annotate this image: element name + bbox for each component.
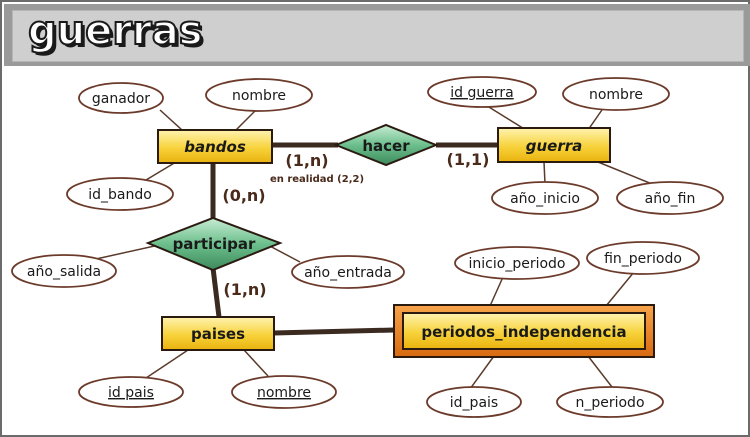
line-paises-nombre bbox=[243, 349, 269, 377]
cardinality-bandos-participar: (0,n) bbox=[222, 186, 265, 205]
svg-text:nombre: nombre bbox=[257, 385, 311, 401]
svg-text:año_salida: año_salida bbox=[27, 264, 101, 280]
relationship-lines bbox=[210, 142, 498, 336]
line-anio-fin bbox=[597, 161, 653, 185]
svg-text:id pais: id pais bbox=[108, 385, 154, 401]
line-id-pais bbox=[145, 349, 189, 379]
entity-periodos-label: periodos_independencia bbox=[421, 323, 626, 341]
svg-text:año_fin: año_fin bbox=[645, 191, 696, 207]
cardinality-bandos-hacer: (1,n) bbox=[285, 151, 328, 170]
attr-inicio-periodo: inicio_periodo bbox=[454, 246, 580, 280]
attr-id-guerra: id guerra bbox=[427, 76, 537, 108]
svg-text:ganador: ganador bbox=[92, 91, 150, 107]
attr-ganador: ganador bbox=[78, 82, 164, 114]
line-id-bando bbox=[145, 161, 177, 181]
relationship-hacer-label: hacer bbox=[362, 137, 410, 155]
svg-text:fin_periodo: fin_periodo bbox=[604, 251, 682, 267]
attr-periodo-id-pais: id_pais bbox=[426, 386, 522, 418]
entity-bandos: bandos bbox=[157, 129, 273, 164]
svg-text:nombre: nombre bbox=[589, 87, 643, 103]
attr-anio-entrada: año_entrada bbox=[291, 255, 405, 289]
svg-text:nombre: nombre bbox=[232, 88, 286, 104]
attr-fin-periodo: fin_periodo bbox=[586, 241, 700, 275]
entity-paises: paises bbox=[161, 316, 275, 351]
line-guerra-nombre bbox=[587, 106, 605, 131]
entity-guerra-label: guerra bbox=[526, 137, 583, 155]
attributes: ganador nombre id_bando id guerra nombre… bbox=[11, 76, 724, 418]
attr-anio-fin: año_fin bbox=[616, 181, 724, 215]
relationship-hacer: hacer bbox=[333, 123, 439, 167]
line-n-periodo bbox=[587, 355, 613, 388]
line-ganador bbox=[159, 109, 183, 131]
entity-periodos-independencia: periodos_independencia bbox=[393, 304, 655, 358]
title-bar: guerras bbox=[4, 4, 750, 66]
attr-n-periodo: n_periodo bbox=[556, 386, 664, 418]
svg-text:n_periodo: n_periodo bbox=[575, 395, 644, 411]
entity-bandos-label: bandos bbox=[184, 138, 246, 156]
attr-id-pais: id pais bbox=[78, 376, 184, 408]
svg-text:id_bando: id_bando bbox=[88, 187, 152, 203]
svg-text:año_entrada: año_entrada bbox=[304, 265, 392, 281]
cardinality-note: en realidad (2,2) bbox=[270, 174, 364, 185]
line-fin-periodo bbox=[605, 271, 635, 307]
cardinality-guerra-hacer: (1,1) bbox=[447, 150, 490, 169]
line-bandos-nombre bbox=[235, 109, 257, 131]
title-panel: guerras bbox=[12, 7, 744, 62]
attr-anio-salida: año_salida bbox=[11, 254, 117, 288]
attr-bandos-nombre: nombre bbox=[205, 78, 313, 112]
attr-guerra-nombre: nombre bbox=[562, 77, 670, 111]
svg-text:inicio_periodo: inicio_periodo bbox=[469, 256, 566, 272]
cardinality-paises-participar: (1,n) bbox=[223, 280, 266, 299]
svg-text:año_inicio: año_inicio bbox=[510, 191, 580, 207]
svg-text:id_pais: id_pais bbox=[450, 395, 498, 411]
svg-text:id guerra: id guerra bbox=[450, 85, 513, 101]
attr-id-bando: id_bando bbox=[66, 177, 174, 211]
line-participar-paises bbox=[210, 267, 222, 318]
line-paises-periodos bbox=[273, 327, 395, 336]
entity-paises-label: paises bbox=[191, 325, 245, 343]
diagram-title: guerras bbox=[27, 7, 203, 55]
line-id-guerra bbox=[483, 103, 527, 131]
line-inicio-periodo bbox=[489, 276, 504, 307]
line-periodo-id-pais bbox=[469, 355, 495, 390]
attr-paises-nombre: nombre bbox=[231, 375, 337, 409]
entity-guerra: guerra bbox=[497, 127, 611, 163]
relationship-participar: participar bbox=[145, 216, 283, 272]
line-anio-inicio bbox=[543, 161, 546, 185]
attr-anio-inicio: año_inicio bbox=[491, 181, 599, 215]
relationship-participar-label: participar bbox=[173, 235, 256, 253]
